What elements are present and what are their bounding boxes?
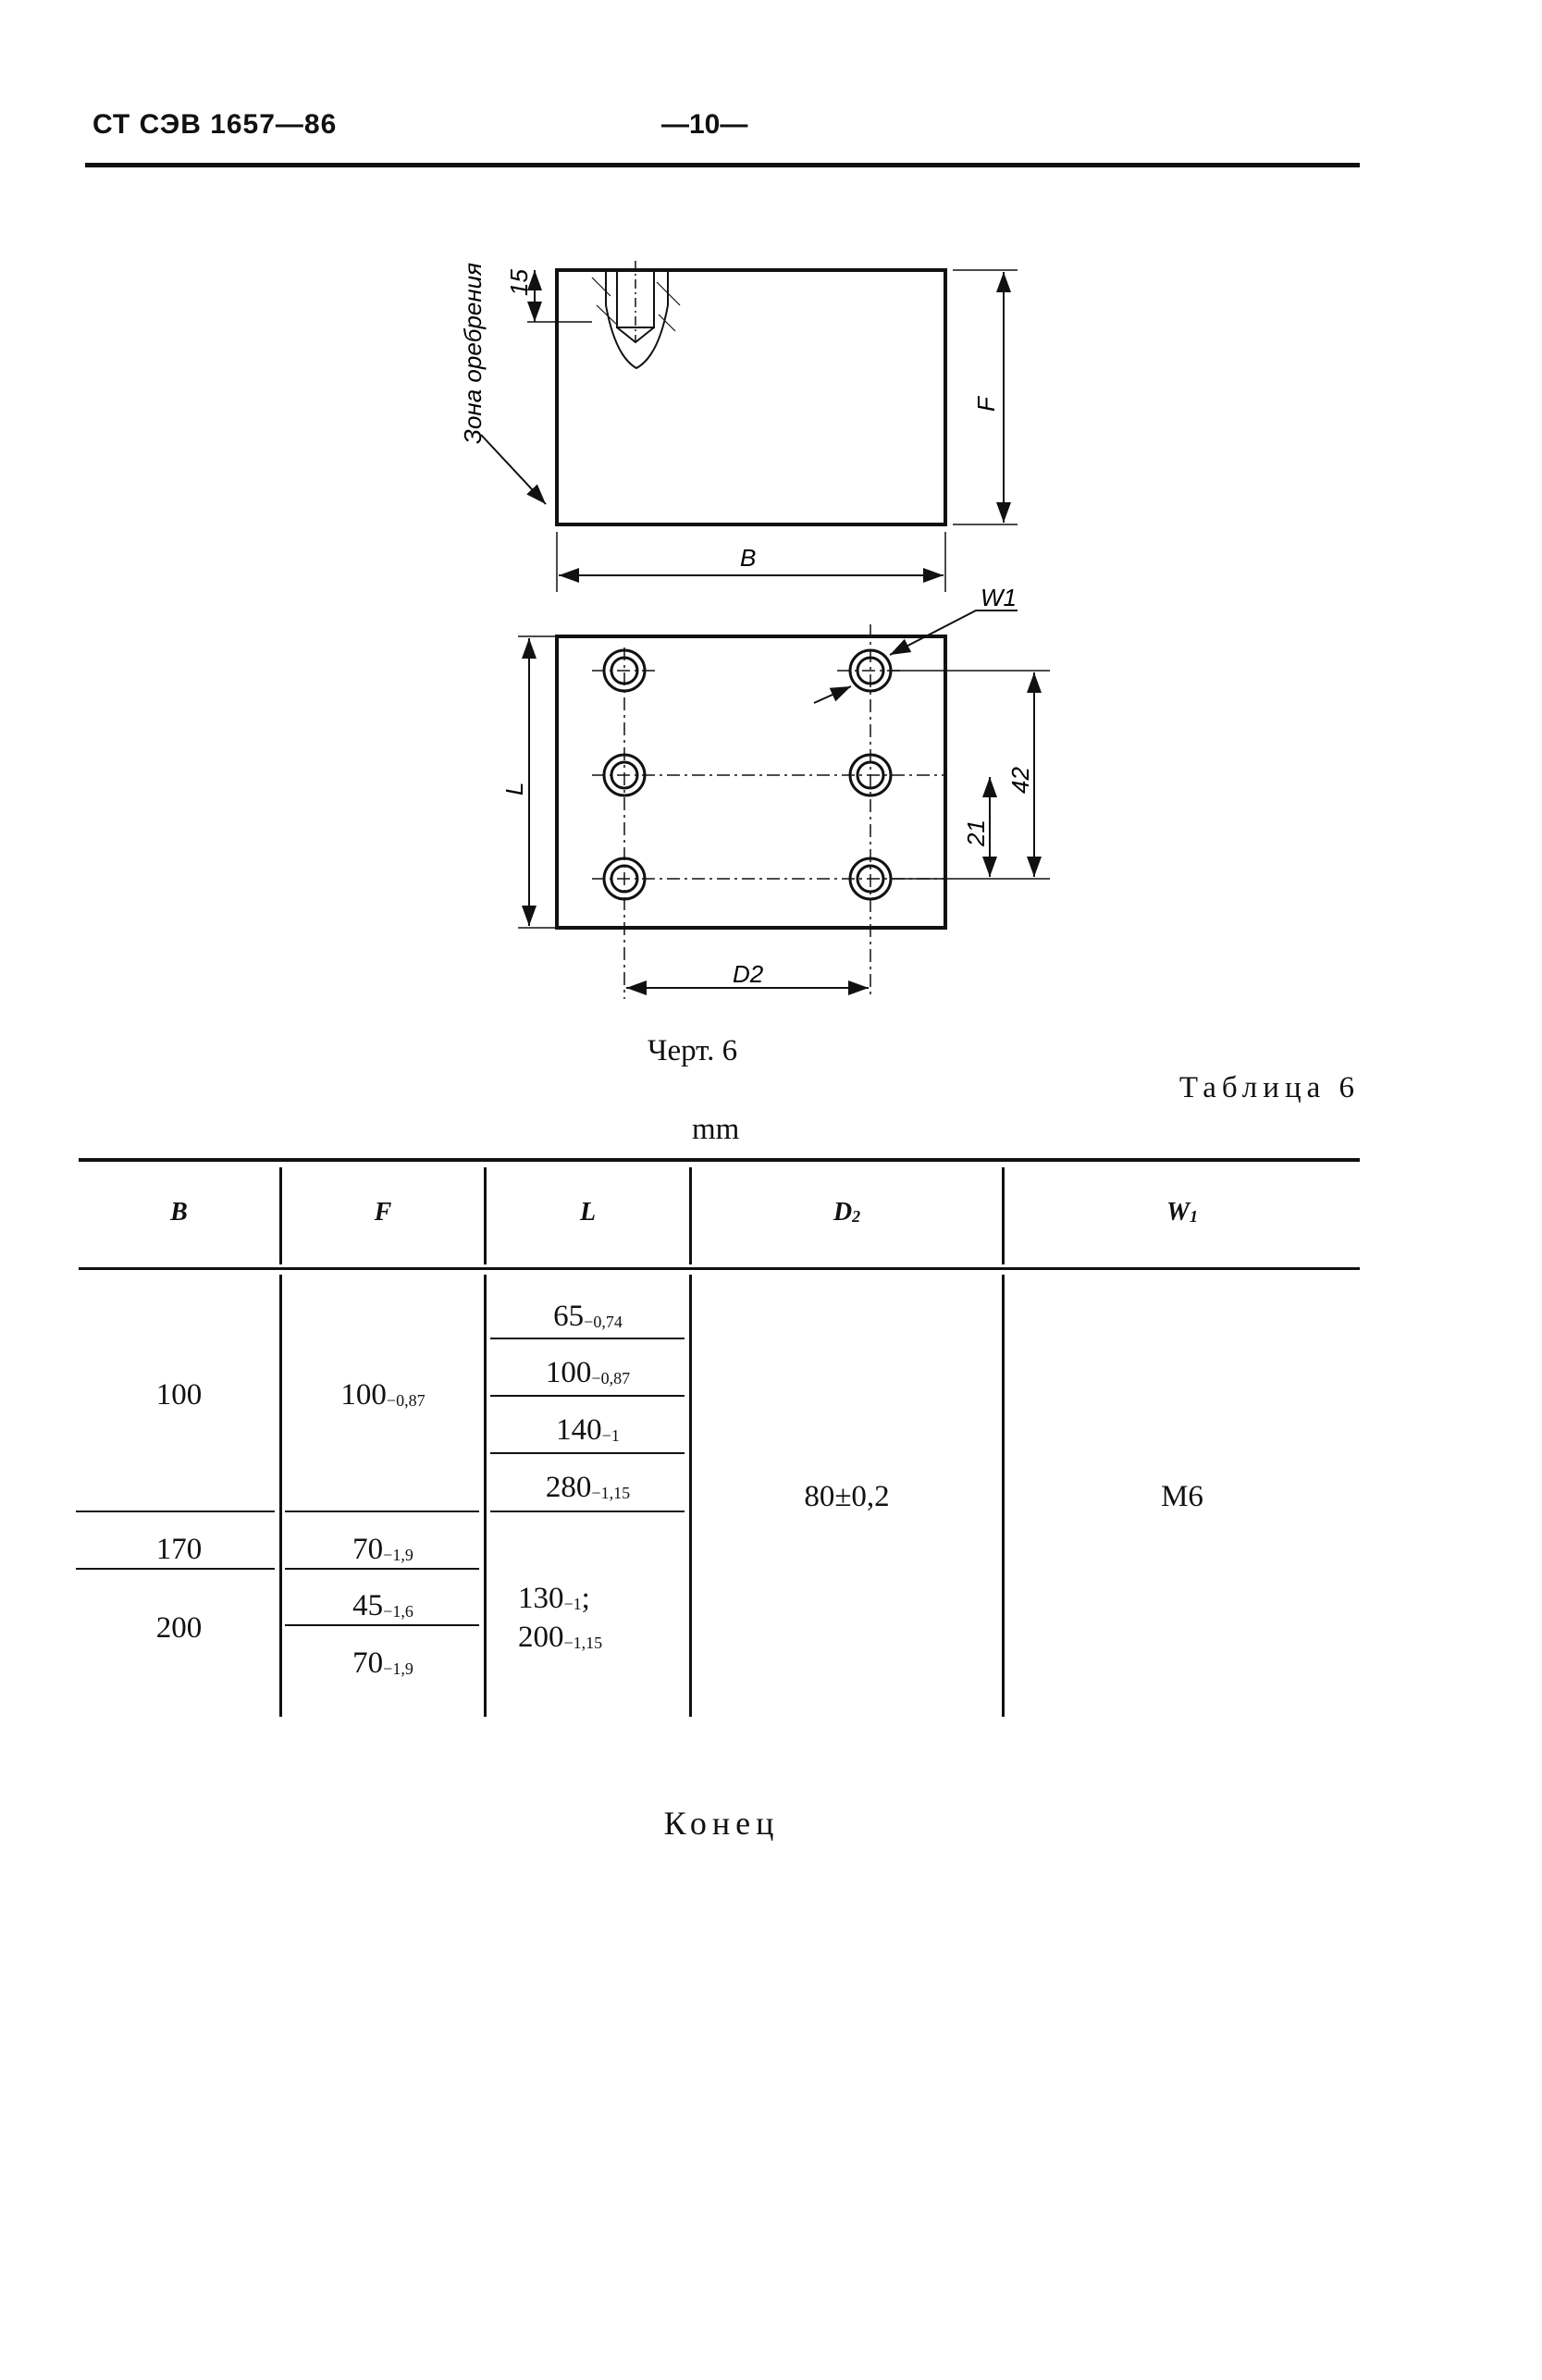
row-rule [490, 1452, 685, 1454]
cell-l: 65−0,74 [553, 1300, 623, 1333]
cell-f: 70−1,9 [352, 1533, 413, 1566]
col-divider [279, 1167, 282, 1264]
cell-b-170: 170 [155, 1533, 203, 1566]
dim-21-label: 21 [962, 820, 990, 847]
dim-w1-label: W1 [981, 584, 1017, 611]
row-rule [76, 1568, 275, 1570]
dim-f-label: F [972, 395, 1000, 412]
col-divider [1002, 1167, 1005, 1264]
plan-view [518, 610, 1050, 999]
header-l: L [579, 1198, 597, 1227]
col-divider [279, 1275, 282, 1717]
cell-d2: 80±0,2 [804, 1480, 890, 1513]
row-rule [490, 1395, 685, 1397]
zone-label: Зона оребрения [459, 263, 487, 444]
row-rule [76, 1511, 275, 1512]
header-w1: W1 [1166, 1198, 1198, 1227]
table-title: Таблица 6 [1178, 1071, 1360, 1104]
dim-15-label: 15 [505, 269, 533, 296]
col-divider [484, 1167, 487, 1264]
dim-b-label: B [740, 544, 756, 572]
cell-f: 70−1,9 [352, 1646, 413, 1680]
cell-b-200: 200 [155, 1611, 203, 1645]
table-header-rule [79, 1267, 1360, 1270]
row-rule [285, 1568, 479, 1570]
col-divider [689, 1275, 692, 1717]
table-units: mm [692, 1113, 740, 1146]
row-rule [285, 1511, 479, 1512]
cell-l-multi: 130−1; 200−1,15 [518, 1582, 603, 1654]
header-rule [85, 163, 1360, 167]
page-number: —10— [661, 109, 748, 140]
technical-drawing: 15 F B Зона оребрения L W1 42 2 [459, 261, 1050, 999]
col-divider [484, 1275, 487, 1717]
cell-f: 45−1,6 [352, 1589, 413, 1622]
standard-code: СТ СЭВ 1657—86 [93, 109, 338, 140]
header-d2: D2 [833, 1198, 861, 1227]
header-f: F [374, 1198, 392, 1227]
row-rule [490, 1511, 685, 1512]
document-end: Конец [663, 1805, 780, 1842]
row-rule [490, 1338, 685, 1339]
header-b: B [170, 1198, 188, 1227]
col-divider [1002, 1275, 1005, 1717]
dim-42-label: 42 [1006, 767, 1034, 794]
cell-l: 100−0,87 [545, 1356, 631, 1389]
dim-d2-label: D2 [733, 960, 764, 988]
cell-f: 100−0,87 [340, 1378, 426, 1412]
cell-l: 140−1 [556, 1413, 620, 1447]
cell-l: 280−1,15 [545, 1471, 631, 1504]
cell-w1: M6 [1161, 1480, 1203, 1513]
row-rule [285, 1624, 479, 1626]
side-view [480, 261, 1018, 592]
dim-l-label: L [500, 783, 528, 795]
table-top-rule [79, 1158, 1360, 1162]
cell-b-100: 100 [155, 1378, 203, 1412]
col-divider [689, 1167, 692, 1264]
figure-caption: Черт. 6 [648, 1034, 738, 1067]
